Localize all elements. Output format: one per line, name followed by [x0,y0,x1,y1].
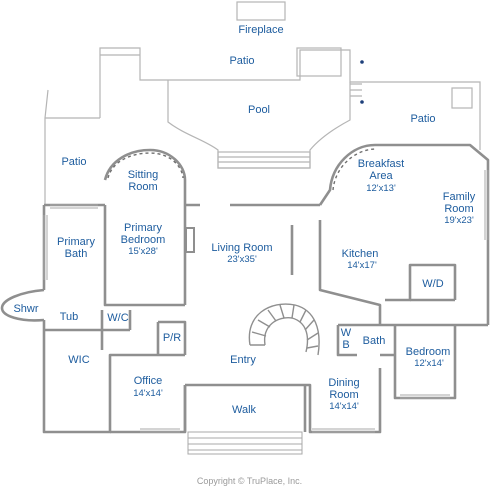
wall-pr [156,320,187,355]
label-walk: Walk [231,404,257,416]
wall-kitchen [290,220,457,325]
dim-breakfast: 12'x13' [366,183,396,194]
patio-dot [360,60,364,64]
wall-shower [0,288,45,322]
label-living-room: Living Room [211,242,273,254]
label-kitchen: Kitchen [341,248,379,260]
label-tub: Tub [59,311,79,323]
living-fireplace [185,227,195,253]
fireplace-outline [236,1,286,21]
wall-walk-sides [183,385,307,432]
label-primary-bedroom: Primary Bedroom [120,222,166,246]
copyright: Copyright © TruPlace, Inc. [196,476,303,486]
pool-outline [167,80,351,169]
dim-office: 14'x14' [133,388,163,399]
patio-steps-right [350,83,362,97]
label-breakfast-area: Breakfast Area [357,158,405,182]
label-patio-left: Patio [61,156,87,168]
label-bedroom: Bedroom [405,346,451,358]
patio-dot [360,100,364,104]
label-family-room: Family Room [442,191,476,215]
wall-breakfast [318,143,490,325]
wall-sitting-room [103,148,187,305]
walls [0,143,490,434]
label-office: Office [133,375,163,387]
wall-tub-wic [44,310,132,350]
label-pr: P/R [162,332,182,344]
label-wic: WIC [68,354,90,366]
patio-table [451,87,473,109]
label-fireplace: Fireplace [238,24,284,36]
label-entry: Entry [230,354,256,366]
windows [43,170,489,433]
entry-steps [187,431,303,455]
dim-kitchen: 14'x17' [347,260,377,271]
dim-bedroom: 12'x14' [414,358,444,369]
breakfast-window [332,148,376,191]
label-sitting-room: Sitting Room [127,169,159,193]
patio-feature [296,47,342,77]
pool-steps [217,151,311,169]
dim-living: 23'x35' [227,254,257,265]
outdoor-outlines [44,1,481,205]
patio-outline [99,47,481,150]
label-wc: W/C [107,312,129,324]
label-bath: Bath [362,335,386,347]
dim-family: 19'x23' [444,215,474,226]
label-wd: W/D [422,278,444,290]
label-shwr: Shwr [13,303,39,315]
staircase [248,303,320,356]
label-patio-right: Patio [410,113,436,125]
wall-entry-bottom [185,368,382,434]
wall-bath-bedroom [336,323,488,400]
sitting-room-window [107,152,184,179]
label-pool: Pool [247,104,271,116]
dim-primary-bedroom: 15'x28' [128,246,158,257]
label-wb: W B [340,327,352,351]
label-dining-room: Dining Room [328,377,360,401]
label-patio-top: Patio [229,55,255,67]
label-primary-bath: Primary Bath [57,236,95,260]
patio-left-outline [44,89,100,205]
dim-dining: 14'x14' [329,401,359,412]
